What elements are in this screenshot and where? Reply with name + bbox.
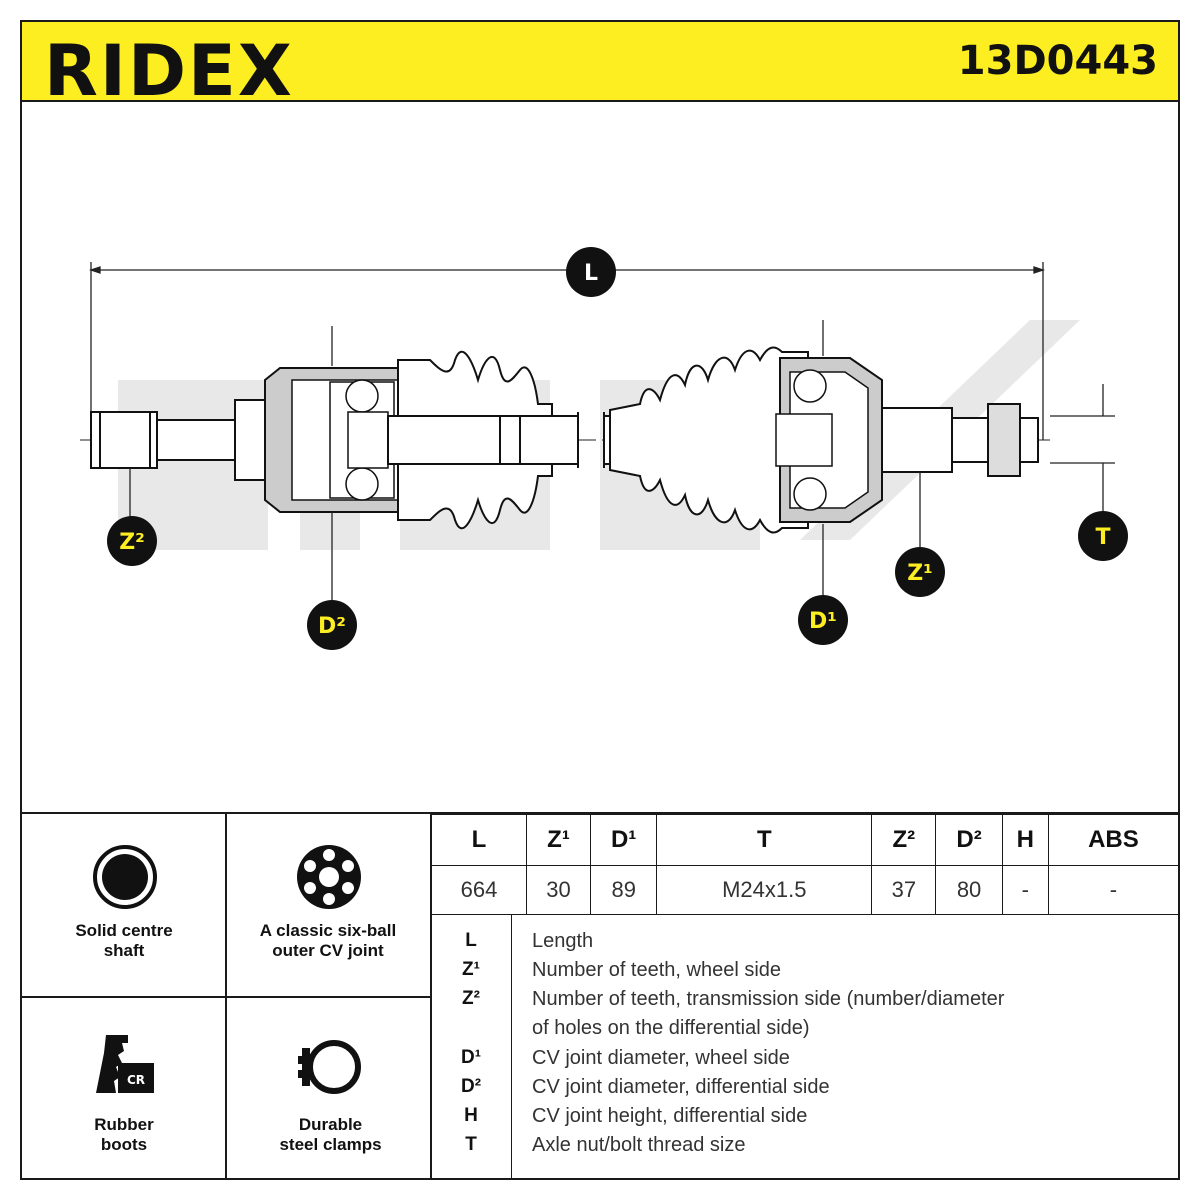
legend-row: T Axle nut/bolt thread size xyxy=(431,1134,1179,1163)
spec-value-cell: 664 xyxy=(431,865,527,915)
feature-col-divider-2 xyxy=(430,814,432,1179)
legend-row: H CV joint height, differential side xyxy=(431,1105,1179,1134)
badge-Z2: Z² xyxy=(107,516,157,566)
spec-header-row: L Z¹ D¹ T Z² D² H ABS xyxy=(431,814,1180,866)
legend-row: D¹ CV joint diameter, wheel side xyxy=(431,1047,1179,1076)
legend-symbol: T xyxy=(465,1134,477,1155)
legend-symbol: L xyxy=(465,930,477,951)
part-number: 13D0443 xyxy=(957,38,1158,84)
spec-header-cell: D¹ xyxy=(590,814,658,866)
solid-shaft-icon xyxy=(93,845,157,909)
feature-solid-shaft: Solid centre shaft xyxy=(24,921,224,961)
spec-value-cell: - xyxy=(1001,865,1049,915)
badge-D1-text: D¹ xyxy=(809,609,837,634)
brand-logo: RIDEX xyxy=(44,30,294,112)
legend-description: of holes on the differential side) xyxy=(532,1017,810,1039)
spec-header-cell: Z² xyxy=(871,814,937,866)
feature-solid-shaft-line2: shaft xyxy=(103,941,145,960)
spec-header-cell: H xyxy=(1001,814,1049,866)
feature-steel-clamps-line1: Durable xyxy=(298,1115,363,1134)
feature-six-ball-line1: A classic six-ball xyxy=(259,921,397,940)
badge-L: L xyxy=(566,247,616,297)
legend-description: CV joint height, differential side xyxy=(532,1105,808,1127)
steel-clamp-icon xyxy=(298,1040,361,1094)
legend-symbol: D² xyxy=(460,1076,482,1097)
legend-description: Axle nut/bolt thread size xyxy=(532,1134,746,1156)
legend-description: Number of teeth, transmission side (numb… xyxy=(532,988,1005,1010)
badge-Z1-text: Z¹ xyxy=(907,561,933,586)
legend-description: Length xyxy=(532,930,594,952)
legend-description: CV joint diameter, differential side xyxy=(532,1076,830,1098)
feature-rubber-boots: Rubber boots xyxy=(24,1115,224,1155)
rubber-boot-icon-text: CR xyxy=(127,1073,145,1087)
badge-D2-text: D² xyxy=(318,614,346,639)
legend-row: Z² Number of teeth, transmission side (n… xyxy=(431,988,1179,1017)
legend-row: Z¹ Number of teeth, wheel side xyxy=(431,959,1179,988)
spec-value-cell: M24x1.5 xyxy=(656,865,873,915)
feature-solid-shaft-line1: Solid centre xyxy=(75,921,173,940)
feature-steel-clamps-line2: steel clamps xyxy=(279,1135,382,1154)
badge-L-text: L xyxy=(584,261,598,286)
spec-table: L Z¹ D¹ T Z² D² H ABS 664 30 89 M24x1.5 … xyxy=(431,814,1180,915)
legend-symbol: Z² xyxy=(462,988,480,1009)
legend-symbol-column xyxy=(431,914,512,1179)
spec-header-cell: T xyxy=(656,814,873,866)
feature-six-ball: A classic six-ball outer CV joint xyxy=(228,921,428,961)
legend-description: CV joint diameter, wheel side xyxy=(532,1047,790,1069)
feature-steel-clamps: Durable steel clamps xyxy=(228,1115,433,1155)
page-frame xyxy=(20,20,1180,1180)
spec-value-cell: 80 xyxy=(935,865,1003,915)
spec-header-cell: Z¹ xyxy=(525,814,592,866)
transmission-stub xyxy=(90,399,266,481)
wheel-stub xyxy=(881,403,1039,477)
legend-symbol: H xyxy=(464,1105,478,1126)
spec-value-cell: 30 xyxy=(525,865,592,915)
feature-row-divider xyxy=(22,996,430,998)
drive-shaft-drawing: L Z² D² D¹ Z¹ T xyxy=(80,247,1128,650)
legend-description: Number of teeth, wheel side xyxy=(532,959,782,981)
outer-boot xyxy=(609,346,809,534)
legend-row: L Length xyxy=(431,930,1179,959)
leader-lines xyxy=(129,320,1115,600)
legend-row: D² CV joint diameter, differential side xyxy=(431,1076,1179,1105)
feature-six-ball-line2: outer CV joint xyxy=(272,941,384,960)
legend: L Length Z¹ Number of teeth, wheel side … xyxy=(431,914,1179,1179)
inner-cv-joint xyxy=(264,367,429,513)
badge-D1: D¹ xyxy=(798,595,848,645)
badge-Z1: Z¹ xyxy=(895,547,945,597)
legend-symbol: Z¹ xyxy=(462,959,480,980)
section-divider xyxy=(22,812,1178,814)
spec-header-cell: D² xyxy=(935,814,1003,866)
six-ball-joint-icon xyxy=(297,845,361,909)
badge-T-text: T xyxy=(1095,525,1110,550)
badge-D2: D² xyxy=(307,600,357,650)
legend-row: of holes on the differential side) xyxy=(431,1017,1179,1046)
rubber-boot-icon: CR xyxy=(96,1035,154,1093)
spec-header-cell: L xyxy=(431,814,527,866)
feature-rubber-boots-line1: Rubber xyxy=(94,1115,154,1134)
badge-T: T xyxy=(1078,511,1128,561)
spec-value-cell: 89 xyxy=(590,865,658,915)
header-bar: RIDEX 13D0443 xyxy=(22,22,1178,112)
legend-symbol: D¹ xyxy=(460,1047,482,1068)
spec-value-cell: 37 xyxy=(871,865,937,915)
outer-cv-joint xyxy=(775,357,883,523)
badge-Z2-text: Z² xyxy=(119,530,145,555)
spec-header-cell: ABS xyxy=(1047,814,1180,866)
spec-value-cell: - xyxy=(1047,865,1180,915)
spec-value-row: 664 30 89 M24x1.5 37 80 - - xyxy=(431,865,1180,915)
feature-rubber-boots-line2: boots xyxy=(100,1135,148,1154)
